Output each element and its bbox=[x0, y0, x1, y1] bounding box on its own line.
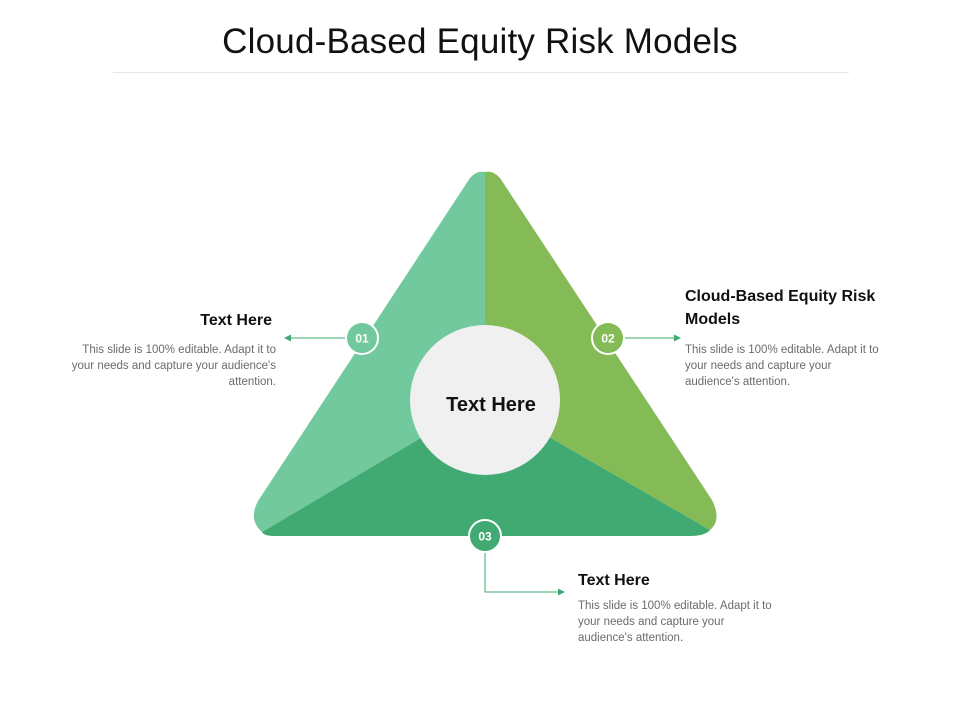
marker-02: 02 bbox=[591, 321, 625, 355]
center-label: Text Here bbox=[446, 394, 536, 416]
item-01-text: This slide is 100% editable. Adapt it to… bbox=[71, 344, 276, 388]
item-03-heading: Text Here bbox=[578, 572, 650, 589]
title-divider bbox=[113, 72, 849, 73]
marker-02-number: 02 bbox=[601, 332, 615, 346]
center-circle bbox=[410, 325, 560, 475]
marker-03: 03 bbox=[468, 519, 502, 553]
slide-title: Cloud-Based Equity Risk Models bbox=[222, 22, 738, 61]
marker-03-number: 03 bbox=[478, 530, 492, 544]
marker-02-circle bbox=[591, 321, 625, 355]
connector-01 bbox=[284, 334, 347, 342]
connector-02 bbox=[623, 334, 681, 342]
item-03-text: This slide is 100% editable. Adapt it to… bbox=[578, 600, 772, 644]
marker-03-circle bbox=[468, 519, 502, 553]
connector-03 bbox=[484, 553, 565, 596]
item-02-heading: Cloud-Based Equity Risk Models bbox=[685, 288, 876, 328]
marker-01-number: 01 bbox=[355, 332, 369, 346]
marker-01-circle bbox=[345, 321, 379, 355]
marker-01: 01 bbox=[345, 321, 379, 355]
item-01-heading: Text Here bbox=[200, 312, 272, 329]
item-02-text: This slide is 100% editable. Adapt it to… bbox=[685, 344, 879, 388]
